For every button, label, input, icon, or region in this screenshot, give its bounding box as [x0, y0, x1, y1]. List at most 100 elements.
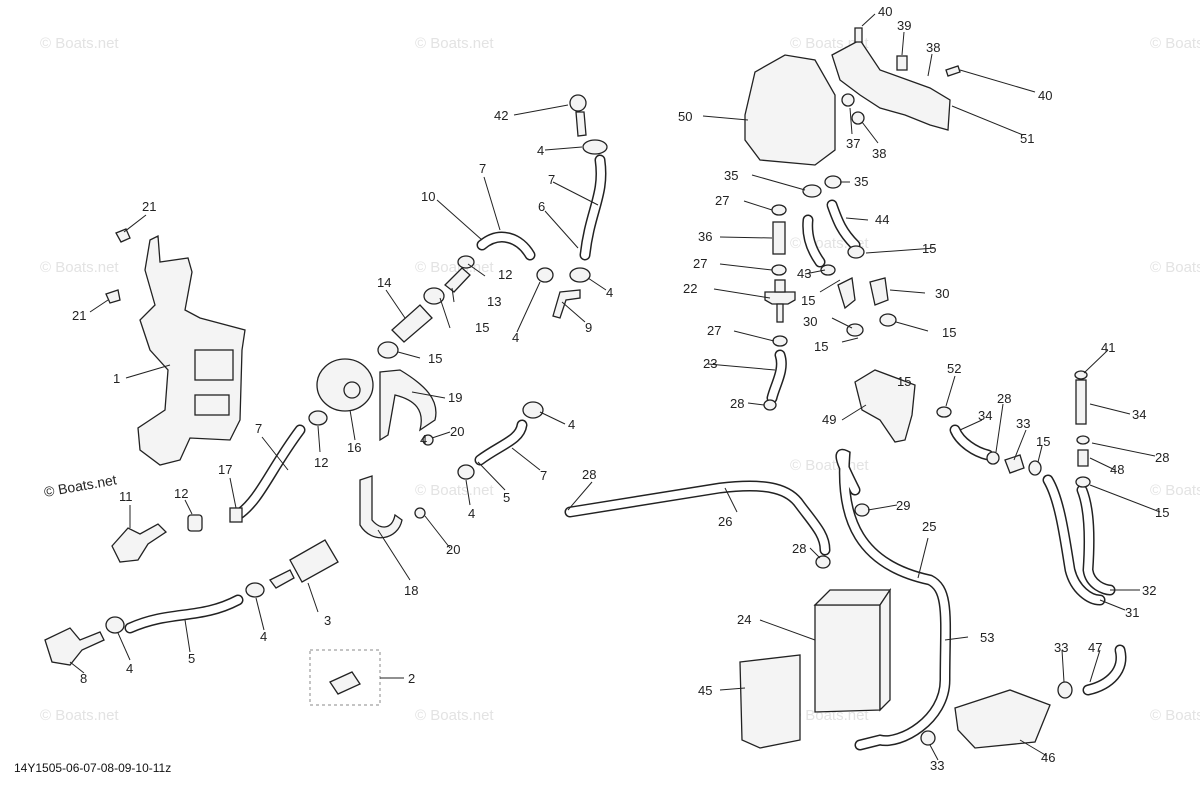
- callout-7: 7: [479, 161, 486, 176]
- screw-part: [414, 507, 426, 519]
- clamp-part: [820, 264, 836, 276]
- callout-28: 28: [997, 391, 1011, 406]
- callout-21: 21: [142, 199, 156, 214]
- callout-28: 28: [792, 541, 806, 556]
- callout-7: 7: [255, 421, 262, 436]
- bracket-window: [194, 394, 230, 416]
- clamp-part: [802, 184, 822, 198]
- clamp-part: [815, 555, 831, 569]
- canister-part: [814, 604, 881, 713]
- callout-15: 15: [801, 293, 815, 308]
- valve-stem: [776, 303, 784, 323]
- callout-15: 15: [428, 351, 442, 366]
- clamp-part: [847, 245, 865, 259]
- fitting-part: [444, 267, 471, 293]
- bolt-part: [105, 289, 121, 304]
- callout-28: 28: [582, 467, 596, 482]
- clamp-part: [308, 410, 328, 426]
- watermark: © Boats.net: [1150, 482, 1200, 499]
- watermark: © Boats.net: [1150, 35, 1200, 52]
- callout-50: 50: [678, 109, 692, 124]
- clamp-part: [569, 267, 591, 283]
- callout-46: 46: [1041, 750, 1055, 765]
- callout-44: 44: [875, 212, 889, 227]
- banjo-stem: [575, 111, 587, 137]
- callout-30: 30: [803, 314, 817, 329]
- clamp-part: [771, 204, 787, 216]
- hose-end: [229, 507, 243, 523]
- callout-4: 4: [126, 661, 133, 676]
- callout-36: 36: [698, 229, 712, 244]
- callout-43: 43: [797, 266, 811, 281]
- callout-15: 15: [922, 241, 936, 256]
- callout-48: 48: [1110, 462, 1124, 477]
- callout-27: 27: [693, 256, 707, 271]
- callout-35: 35: [724, 168, 738, 183]
- grommet-part: [841, 93, 855, 107]
- callout-9: 9: [585, 320, 592, 335]
- callout-8: 8: [80, 671, 87, 686]
- callout-20: 20: [446, 542, 460, 557]
- fitting-part: [869, 277, 889, 306]
- callout-29: 29: [896, 498, 910, 513]
- callout-22: 22: [683, 281, 697, 296]
- callout-25: 25: [922, 519, 936, 534]
- valve-part: [764, 291, 796, 305]
- filter-small: [329, 671, 361, 695]
- t-fitting-part: [552, 289, 581, 319]
- connector-part: [44, 627, 105, 666]
- leader-lines: [69, 13, 1161, 761]
- callout-12: 12: [174, 486, 188, 501]
- hose-part: [391, 304, 433, 343]
- screw-part: [945, 65, 961, 77]
- watermark: © Boats.net: [1150, 259, 1200, 276]
- callout-10: 10: [421, 189, 435, 204]
- callout-26: 26: [718, 514, 732, 529]
- watermark: © Boats.net: [1150, 707, 1200, 724]
- callout-38: 38: [926, 40, 940, 55]
- callout-12: 12: [314, 455, 328, 470]
- screw-part: [422, 434, 434, 446]
- valve-top: [774, 279, 786, 293]
- fitting-part: [1077, 449, 1089, 467]
- callout-28: 28: [730, 396, 744, 411]
- callout-4: 4: [260, 629, 267, 644]
- clip-part: [359, 475, 403, 539]
- callout-35: 35: [854, 174, 868, 189]
- reservoir-part: [744, 54, 836, 166]
- clamp-part: [105, 616, 125, 634]
- clamp-part: [824, 175, 842, 189]
- callout-27: 27: [707, 323, 721, 338]
- callout-15: 15: [1036, 434, 1050, 449]
- callout-33: 33: [930, 758, 944, 773]
- clamp-part: [936, 406, 952, 418]
- callout-52: 52: [947, 361, 961, 376]
- callout-15: 15: [814, 339, 828, 354]
- part-drawings: [44, 27, 1127, 751]
- holder-part: [854, 369, 916, 443]
- fitting-part: [837, 277, 856, 310]
- watermark: © Boats.net: [415, 35, 494, 52]
- watermark: © Boats.net: [415, 259, 494, 276]
- callout-53: 53: [980, 630, 994, 645]
- callout-28: 28: [1155, 450, 1169, 465]
- callout-37: 37: [846, 136, 860, 151]
- callout-11: 11: [119, 489, 133, 504]
- clamp-part: [187, 514, 203, 532]
- callout-42: 42: [494, 108, 508, 123]
- callout-5: 5: [188, 651, 195, 666]
- callout-24: 24: [737, 612, 751, 627]
- callout-4: 4: [606, 285, 613, 300]
- bracket-window: [194, 349, 234, 381]
- callout-12: 12: [498, 267, 512, 282]
- callout-17: 17: [218, 462, 232, 477]
- clamp-part: [1028, 460, 1042, 476]
- callout-20: 20: [450, 424, 464, 439]
- callout-4: 4: [468, 506, 475, 521]
- clamp-part: [920, 730, 936, 746]
- watermark: © Boats.net: [40, 707, 119, 724]
- callout-45: 45: [698, 683, 712, 698]
- filter-part: [289, 539, 339, 583]
- callout-15: 15: [897, 374, 911, 389]
- clamp-part: [377, 341, 399, 359]
